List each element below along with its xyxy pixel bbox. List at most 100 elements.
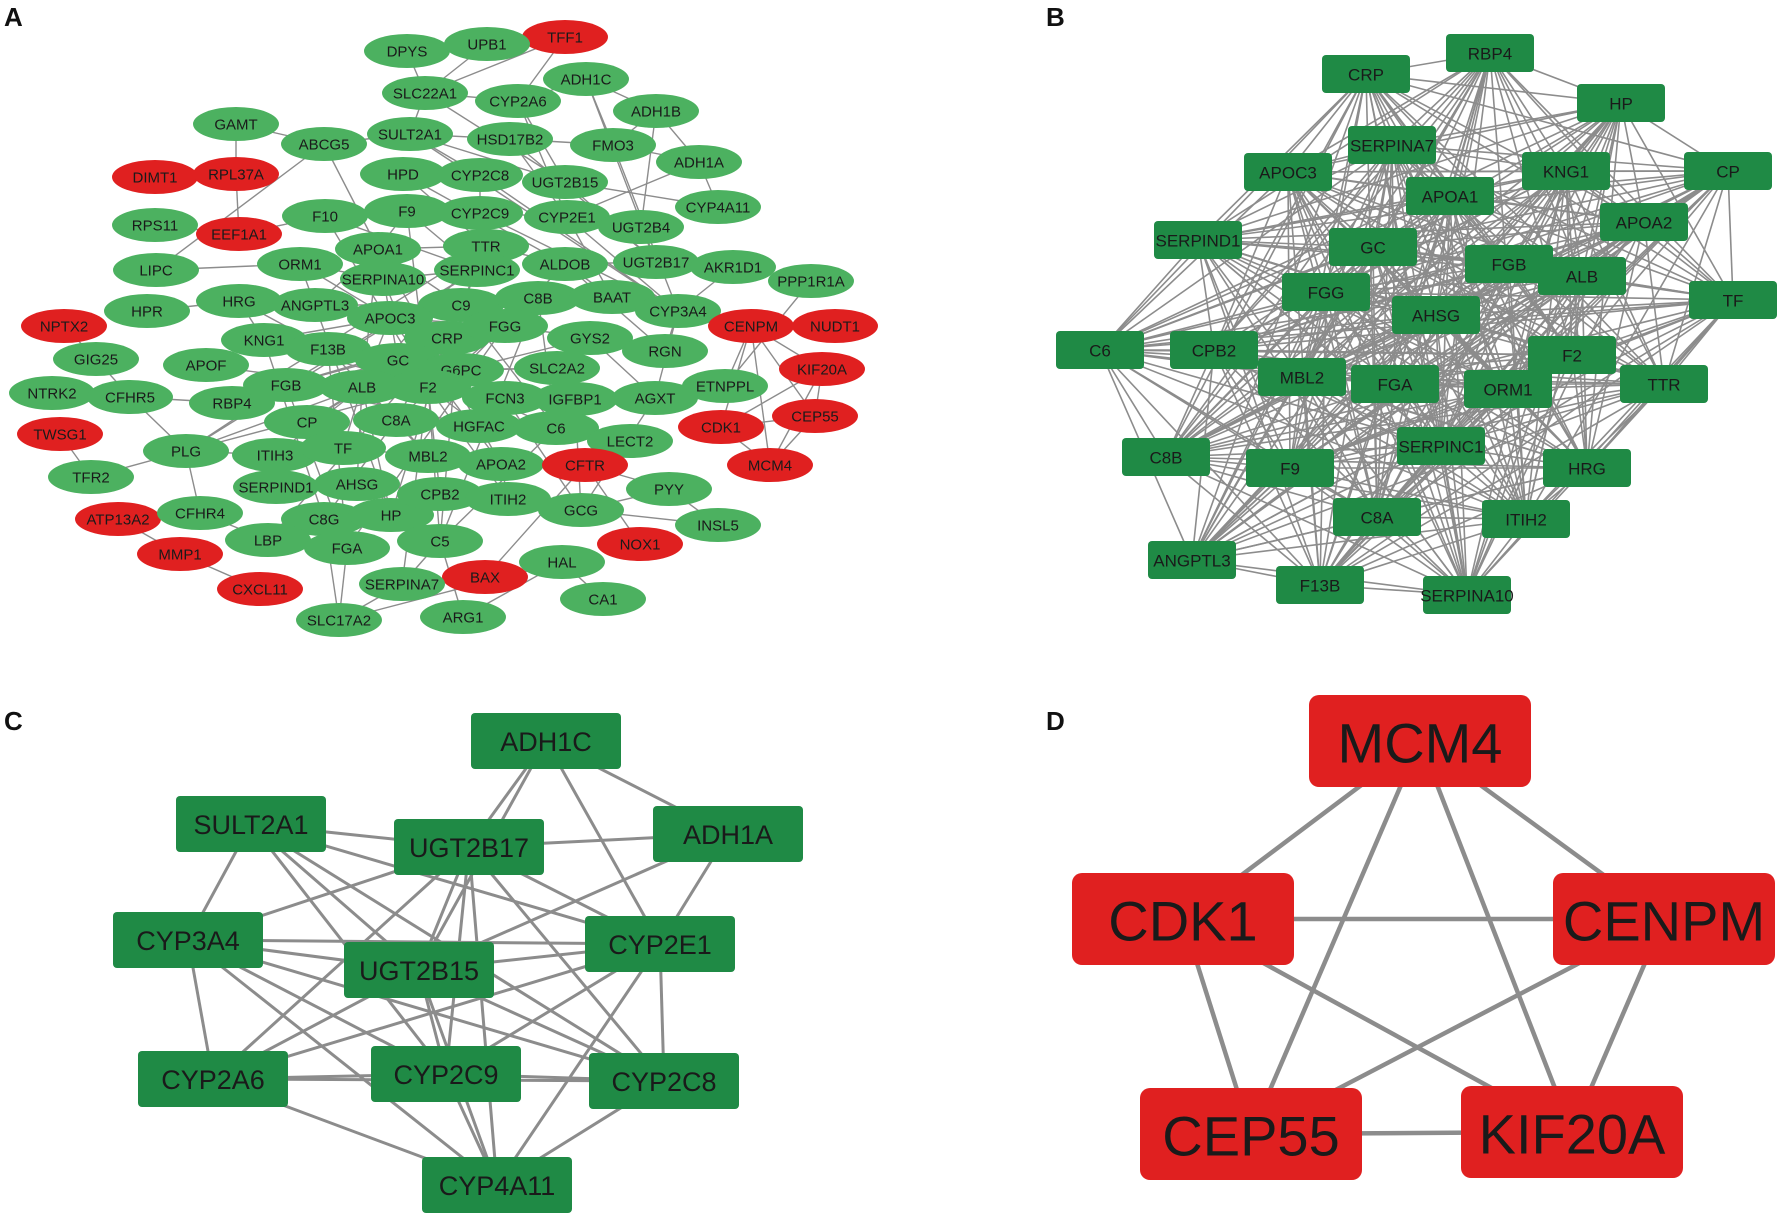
node-shape-serpind1 bbox=[1154, 221, 1242, 259]
node-shape-dimt1 bbox=[112, 160, 198, 194]
node-label: F13B bbox=[310, 342, 346, 359]
edge-mcm4-kif20a bbox=[1417, 740, 1575, 1133]
edge-mcm4-cep55 bbox=[1248, 740, 1423, 1135]
edge-apoa2-ttr bbox=[1643, 221, 1665, 385]
node-shape-ugt2b15 bbox=[344, 942, 494, 998]
node-ahsg: AHSG bbox=[1392, 296, 1480, 334]
node-apoc3: APOC3 bbox=[1244, 153, 1332, 191]
node-rpl37a: RPL37A bbox=[193, 157, 279, 191]
node-cxcl11: CXCL11 bbox=[217, 572, 303, 606]
node-shape-rpl37a bbox=[193, 157, 279, 191]
node-label: HSD17B2 bbox=[477, 132, 544, 149]
node-shape-crp bbox=[1322, 55, 1410, 93]
edge-apoc3-fgg bbox=[1287, 171, 1327, 293]
node-label: ADH1C bbox=[561, 72, 612, 89]
node-label: CPB2 bbox=[420, 487, 459, 504]
node-serpina7: SERPINA7 bbox=[1348, 126, 1436, 164]
node-label: ITIH2 bbox=[490, 492, 527, 509]
node-label: SERPINA7 bbox=[1350, 137, 1434, 156]
node-hpd: HPD bbox=[360, 157, 446, 191]
node-label: UGT2B4 bbox=[612, 220, 670, 237]
node-label: RBP4 bbox=[212, 396, 251, 413]
node-cyp2a6: CYP2A6 bbox=[138, 1051, 288, 1107]
node-label: CYP3A4 bbox=[136, 926, 240, 956]
node-shape-fgb bbox=[243, 368, 329, 402]
node-apoa1: APOA1 bbox=[1406, 177, 1494, 215]
node-label: TTR bbox=[1647, 376, 1680, 395]
node-shape-ttr bbox=[1620, 365, 1708, 403]
node-label: FGG bbox=[1308, 284, 1345, 303]
node-hgfac: HGFAC bbox=[436, 409, 522, 443]
node-label: C9 bbox=[451, 298, 470, 315]
node-mbl2: MBL2 bbox=[1258, 358, 1346, 396]
node-shape-cfhr4 bbox=[157, 496, 243, 530]
node-label: APOF bbox=[186, 358, 227, 375]
node-upb1: UPB1 bbox=[444, 27, 530, 61]
node-shape-upb1 bbox=[444, 27, 530, 61]
node-shape-cyp4a11 bbox=[675, 190, 761, 224]
node-label: FGB bbox=[271, 378, 302, 395]
node-gcg: GCG bbox=[538, 493, 624, 527]
edge-ugt2b17-cyp2c8 bbox=[467, 846, 666, 1082]
node-dimt1: DIMT1 bbox=[112, 160, 198, 194]
edge-apoc3-f9 bbox=[1287, 171, 1291, 469]
node-eef1a1: EEF1A1 bbox=[196, 217, 282, 251]
edge-c8b-hrg bbox=[1165, 456, 1588, 469]
node-label: FCN3 bbox=[485, 391, 524, 408]
node-shape-apoa2 bbox=[1600, 203, 1688, 241]
node-label: ADH1A bbox=[683, 820, 773, 850]
node-fgb: FGB bbox=[243, 368, 329, 402]
node-label: CFHR4 bbox=[175, 506, 225, 523]
edge-fgg-c8b bbox=[1165, 291, 1327, 458]
node-label: C8A bbox=[381, 413, 410, 430]
edge-apoa1-c6 bbox=[1099, 195, 1451, 351]
node-shape-angptl3 bbox=[1148, 541, 1236, 579]
node-shape-insl5 bbox=[675, 508, 761, 542]
node-label: UGT2B17 bbox=[623, 255, 690, 272]
node-dpys: DPYS bbox=[364, 34, 450, 68]
node-shape-rps11 bbox=[112, 208, 198, 242]
node-shape-fgg bbox=[1282, 273, 1370, 311]
node-label: UGT2B15 bbox=[532, 175, 599, 192]
node-shape-fga bbox=[304, 531, 390, 565]
node-c6: C6 bbox=[513, 411, 599, 445]
node-label: GIG25 bbox=[74, 352, 118, 369]
node-shape-baat bbox=[569, 280, 655, 314]
node-label: MBL2 bbox=[408, 449, 447, 466]
node-label: ETNPPL bbox=[696, 379, 754, 396]
edge-c8b-itih2 bbox=[1165, 456, 1527, 520]
node-shape-adh1c bbox=[543, 62, 629, 96]
node-plg: PLG bbox=[143, 434, 229, 468]
node-label: CDK1 bbox=[1108, 890, 1257, 953]
edge-rbp4-ttr bbox=[1489, 52, 1665, 385]
node-shape-ahsg bbox=[314, 467, 400, 501]
edge-fgg-tf bbox=[1325, 291, 1734, 301]
node-alb: ALB bbox=[1538, 257, 1626, 295]
node-shape-cp bbox=[264, 405, 350, 439]
node-label: BAX bbox=[470, 570, 500, 587]
node-label: CYP3A4 bbox=[649, 304, 707, 321]
node-shape-cenpm bbox=[708, 309, 794, 343]
edge-ttr-f9 bbox=[1289, 383, 1665, 469]
node-shape-itih3 bbox=[232, 438, 318, 472]
node-shape-igfbp1 bbox=[532, 382, 618, 416]
node-adh1c: ADH1C bbox=[471, 713, 621, 769]
node-label: SLC22A1 bbox=[393, 86, 457, 103]
node-label: SERPINC1 bbox=[1398, 438, 1483, 457]
panel-letter-d: D bbox=[1046, 706, 1065, 736]
node-shape-agxt bbox=[612, 381, 698, 415]
node-label: NPTX2 bbox=[40, 319, 88, 336]
node-tf: TF bbox=[300, 431, 386, 465]
node-shape-kif20a bbox=[1461, 1086, 1683, 1178]
node-itih3: ITIH3 bbox=[232, 438, 318, 472]
node-label: MMP1 bbox=[158, 547, 201, 564]
node-shape-f13b bbox=[1276, 566, 1364, 604]
edge-orm1-angptl3 bbox=[1191, 388, 1509, 561]
node-slc22a1: SLC22A1 bbox=[382, 76, 468, 110]
edge-rbp4-itih2 bbox=[1489, 52, 1527, 520]
node-label: UPB1 bbox=[467, 37, 506, 54]
node-serpind1: SERPIND1 bbox=[233, 470, 319, 504]
node-shape-f2 bbox=[385, 370, 471, 404]
